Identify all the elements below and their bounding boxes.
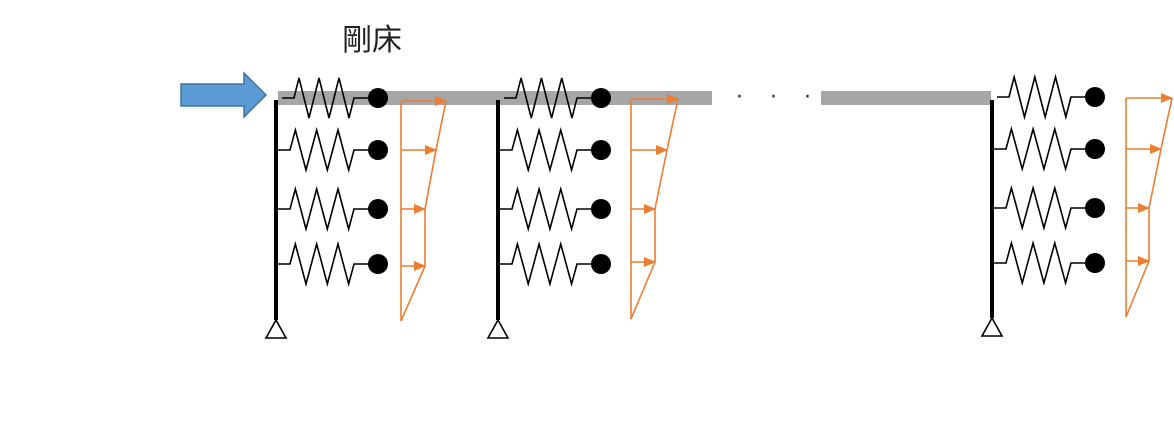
lumped-mass [591, 199, 611, 219]
lumped-mass [591, 254, 611, 274]
lumped-mass [368, 254, 388, 274]
spring [504, 77, 595, 119]
lumped-mass [1085, 253, 1105, 273]
spring [278, 185, 372, 233]
frame-2 [486, 77, 679, 339]
spring [500, 240, 595, 288]
triangle-support-icon [486, 318, 510, 339]
lumped-mass [368, 199, 388, 219]
spring [278, 126, 372, 174]
frame-n [980, 73, 1173, 337]
spring [997, 73, 1089, 121]
lumped-mass [1085, 139, 1105, 159]
lumped-mass [591, 88, 611, 108]
spring [282, 77, 372, 119]
rigid-floor-label: 剛床 [342, 23, 402, 58]
lumped-mass [1085, 87, 1105, 107]
frame-1 [264, 77, 447, 339]
load-envelope [400, 100, 447, 322]
spring [278, 240, 372, 288]
spring [994, 239, 1089, 287]
lumped-mass [591, 140, 611, 160]
spring [994, 125, 1089, 173]
ellipsis-dots: · · · [736, 85, 821, 110]
lumped-mass [368, 140, 388, 160]
spring [500, 185, 595, 233]
lumped-mass [368, 88, 388, 108]
lumped-mass [1085, 198, 1105, 218]
triangle-support-icon [264, 318, 288, 339]
frames-group [264, 73, 1173, 339]
spring [500, 126, 595, 174]
spring [994, 184, 1089, 232]
right-block-arrow-icon [180, 71, 268, 119]
triangle-support-icon [980, 316, 1004, 337]
